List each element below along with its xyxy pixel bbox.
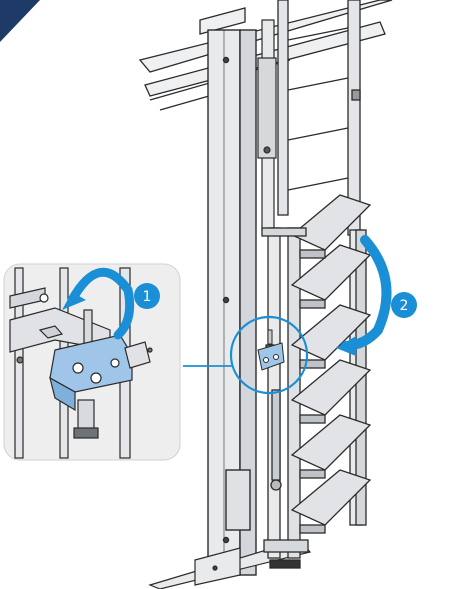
step-1-label: 1	[143, 289, 152, 305]
ladder-clamp	[257, 329, 285, 371]
step-1-badge: 1	[134, 283, 160, 309]
fold-arrow-2	[341, 235, 392, 351]
detail-zoom-circle	[229, 315, 309, 395]
back-post	[257, 19, 277, 231]
rotate-arrow-1	[67, 267, 135, 340]
step-2-badge: 2	[391, 292, 417, 318]
corner-mark	[0, 0, 40, 42]
detail-inset	[3, 263, 181, 461]
lower-ladder	[261, 194, 372, 569]
main-post	[207, 29, 257, 576]
step-2-label: 2	[400, 298, 409, 314]
